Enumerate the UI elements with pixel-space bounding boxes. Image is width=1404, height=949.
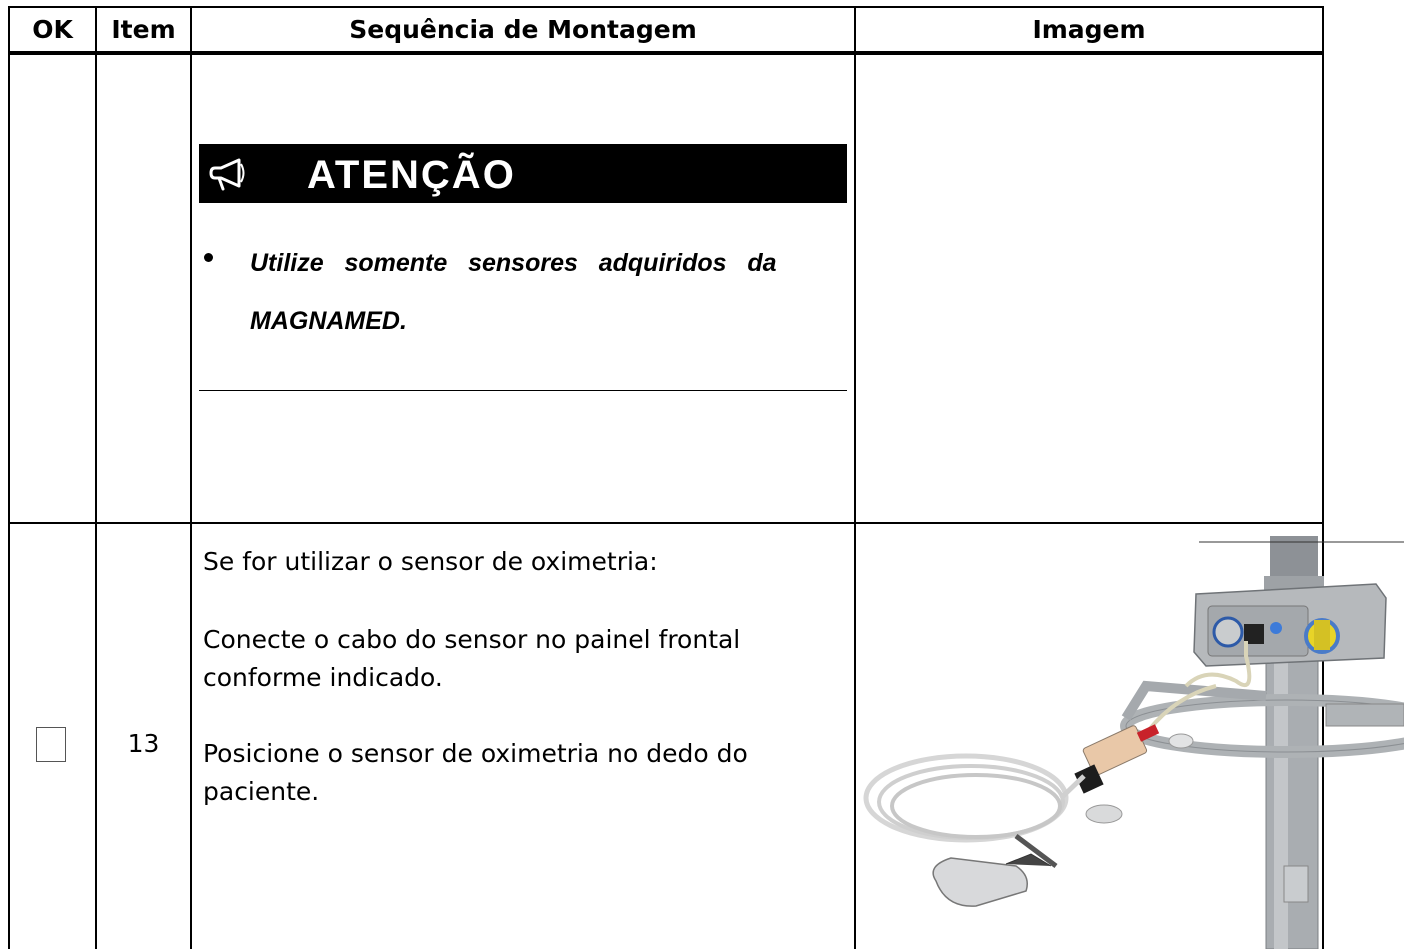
warning-text-line1: Utilize somente sensores adquiridos da xyxy=(250,249,777,277)
table-left-border xyxy=(8,6,10,949)
ok-checkbox[interactable] xyxy=(36,727,66,762)
step-text-line3a: Posicione o sensor de oximetria no dedo … xyxy=(203,739,748,768)
megaphone-icon xyxy=(209,158,245,191)
header-image: Imagem xyxy=(1032,15,1146,44)
col-divider-ok-item xyxy=(95,6,97,949)
header-bottom-border xyxy=(8,51,1324,55)
warning-bottom-rule xyxy=(199,390,847,391)
warning-banner: ATENÇÃO xyxy=(199,144,847,203)
item-number: 13 xyxy=(127,729,160,758)
table-top-border xyxy=(8,6,1324,8)
step-text-line2a: Conecte o cabo do sensor no painel front… xyxy=(203,625,741,654)
warning-text-line2: MAGNAMED. xyxy=(250,307,407,335)
header-sequence: Sequência de Montagem xyxy=(349,15,697,44)
header-ok: OK xyxy=(32,15,73,44)
oximetry-sensor-illustration xyxy=(863,536,1404,949)
step-text-line3b: paciente. xyxy=(203,777,320,806)
bullet-point xyxy=(204,253,213,262)
row-divider xyxy=(8,522,1324,524)
table-right-border xyxy=(1322,6,1324,949)
col-divider-item-seq xyxy=(190,6,192,949)
header-item: Item xyxy=(111,15,176,44)
step-text-line1: Se for utilizar o sensor de oximetria: xyxy=(203,547,658,576)
warning-title: ATENÇÃO xyxy=(307,153,516,197)
col-divider-seq-image xyxy=(854,6,856,949)
step-text-line2b: conforme indicado. xyxy=(203,663,443,692)
